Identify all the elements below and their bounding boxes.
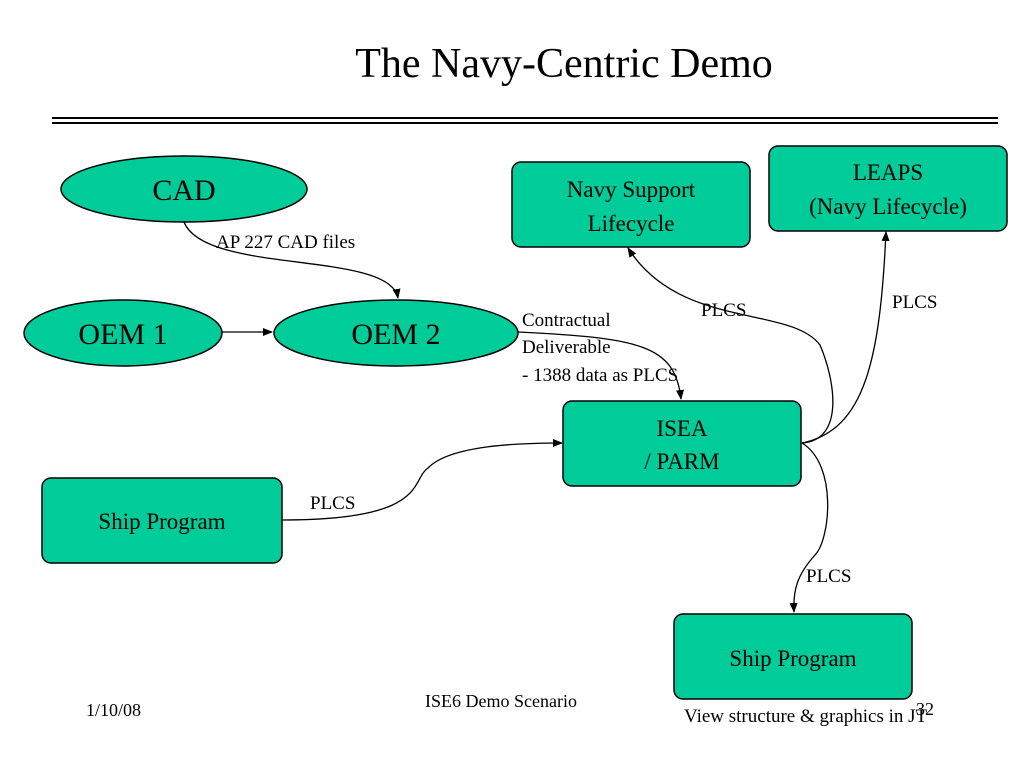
node-ship-program-right-label: Ship Program xyxy=(729,646,856,671)
node-navy-support-label-line1: Navy Support xyxy=(567,177,696,202)
node-oem2-shape xyxy=(273,299,519,367)
label-deliverable: Deliverable xyxy=(522,337,611,358)
label-ap227-cad-files: AP 227 CAD files xyxy=(216,232,355,253)
node-ship-program-left-label: Ship Program xyxy=(98,509,225,534)
node-navy-support-shape xyxy=(511,161,751,248)
edge-cad-to-oem2 xyxy=(183,221,401,299)
edge-isea-to-leaps xyxy=(801,231,890,444)
footer-center-title: ISE6 Demo Scenario xyxy=(425,691,577,711)
edge-isea-to-ship-program-right xyxy=(789,442,829,613)
node-ship-program-right-shape xyxy=(673,613,913,700)
node-leaps-label-line1: LEAPS xyxy=(853,160,923,185)
title-divider-bottom xyxy=(52,122,998,124)
node-cad-label: CAD xyxy=(152,174,215,207)
footer-date: 1/10/08 xyxy=(86,700,142,720)
slide-title: The Navy-Centric Demo xyxy=(355,41,773,87)
node-cad-shape xyxy=(60,155,308,223)
edge-isea-to-navy-support xyxy=(627,247,834,444)
title-divider-top xyxy=(52,117,998,119)
node-oem1-label: OEM 1 xyxy=(78,318,167,351)
node-ship-program-left-shape xyxy=(41,477,283,564)
node-isea-label-line1: ISEA xyxy=(656,416,708,441)
node-navy-support-label-line2: Lifecycle xyxy=(588,211,675,236)
bottom-note: View structure & graphics in JT xyxy=(684,706,928,727)
edge-ship-program-to-isea xyxy=(281,439,563,521)
label-plcs-ship-program-right: PLCS xyxy=(806,566,851,587)
node-oem2-label: OEM 2 xyxy=(351,318,440,351)
node-oem1-shape xyxy=(23,299,223,367)
label-plcs-ship-program-left: PLCS xyxy=(310,493,355,514)
node-leaps-label-line2: (Navy Lifecycle) xyxy=(809,194,967,219)
label-contractual: Contractual xyxy=(522,310,611,331)
node-isea-shape xyxy=(562,400,802,487)
edge-oem2-to-isea xyxy=(517,331,684,400)
page-number: 32 xyxy=(916,699,934,719)
label-plcs-navy-support: PLCS xyxy=(701,300,746,321)
label-1388-data-as-plcs: - 1388 data as PLCS xyxy=(522,365,678,386)
label-plcs-leaps: PLCS xyxy=(892,292,937,313)
node-leaps-shape xyxy=(768,145,1008,232)
node-isea-label-line2: / PARM xyxy=(644,449,719,474)
